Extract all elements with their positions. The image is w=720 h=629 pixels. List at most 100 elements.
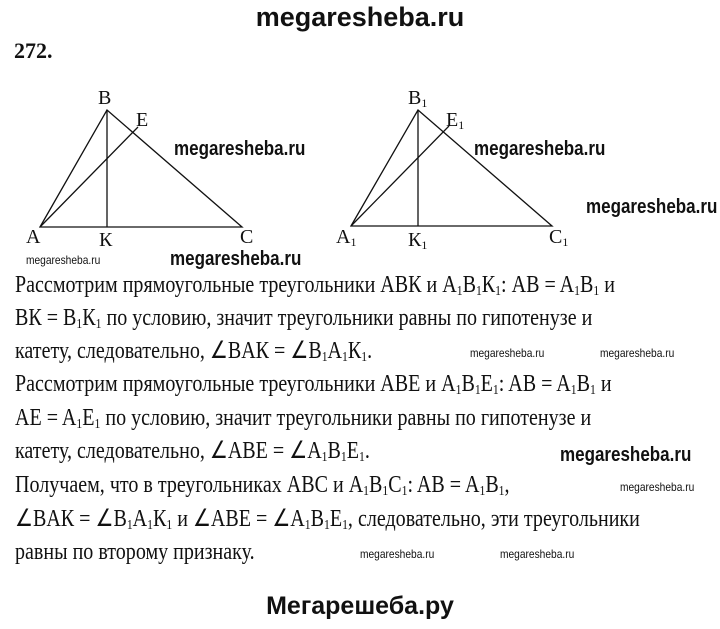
- height-ae: [39, 126, 139, 228]
- text-segment: Рассмотрим прямоугольные треугольники AB…: [15, 272, 457, 298]
- text-segment: по условию, значит треугольники равны по…: [101, 305, 593, 331]
- subscript: 1: [574, 284, 580, 299]
- subscript: 1: [323, 518, 330, 533]
- subscript: 1: [76, 317, 83, 332]
- text-segment: К: [347, 338, 362, 364]
- text-segment: : AB = A: [501, 272, 575, 298]
- label-b1: B1: [408, 87, 427, 110]
- subscript: 1: [304, 518, 311, 533]
- text-segment: BК = B: [15, 305, 77, 331]
- subscript: 1: [593, 284, 600, 299]
- text-segment: B: [369, 472, 383, 498]
- text-segment: : AB = A: [407, 472, 480, 498]
- text-segment: .: [367, 338, 373, 364]
- text-segment: катету, следовательно, ∠ABE = ∠A: [15, 438, 322, 464]
- text-segment: B: [462, 272, 476, 298]
- watermark: megaresheba.ru: [360, 547, 435, 561]
- text-segment: К: [481, 272, 496, 298]
- site-header: megaresheba.ru: [255, 2, 465, 32]
- label-c: C: [240, 226, 253, 248]
- subscript: 1: [479, 484, 486, 499]
- text-segment: A: [132, 506, 148, 532]
- subscript: 1: [147, 518, 153, 533]
- watermark: megaresheba.ru: [560, 444, 692, 466]
- subscript: 1: [475, 284, 482, 299]
- watermark: megaresheba.ru: [170, 248, 302, 270]
- text-segment: B: [576, 371, 590, 397]
- label-e1: E1: [446, 109, 464, 132]
- text-segment: B: [461, 371, 475, 397]
- text-segment: равны по второму признаку.: [15, 539, 255, 565]
- label-a: A: [26, 226, 41, 248]
- label-k: К: [99, 229, 113, 251]
- subscript: 1: [342, 350, 348, 365]
- subscript: 1: [474, 383, 481, 398]
- subscript: 1: [363, 484, 370, 499]
- text-segment: ,: [504, 472, 510, 498]
- solution-line: Рассмотрим прямоугольные треугольники AB…: [15, 371, 612, 398]
- label-k1: К1: [408, 229, 427, 252]
- solution-line: AE = A1E1 по условию, значит треугольник…: [15, 405, 591, 432]
- triangle-outline: [38, 108, 244, 228]
- subscript: 1: [570, 383, 577, 398]
- subscript: 1: [456, 284, 463, 299]
- text-segment: К: [82, 305, 96, 331]
- text-segment: .: [364, 438, 370, 464]
- solution-line: равны по второму признаку.: [15, 539, 255, 566]
- watermark: megaresheba.ru: [26, 253, 101, 267]
- watermark: megaresheba.ru: [474, 138, 606, 160]
- text-segment: : AB = A: [498, 371, 571, 397]
- solution-line: катету, следовательно, ∠BAК = ∠B1A1К1.: [15, 338, 372, 365]
- subscript: 1: [94, 417, 101, 432]
- text-segment: катету, следовательно, ∠BAК = ∠B: [15, 338, 322, 364]
- subscript: 1: [321, 350, 328, 365]
- label-a1: A1: [336, 226, 356, 249]
- text-segment: и: [599, 272, 615, 298]
- text-segment: B: [327, 438, 341, 464]
- text-segment: по условию, значит треугольники равны по…: [100, 405, 592, 431]
- text-segment: Рассмотрим прямоугольные треугольники AB…: [15, 371, 456, 397]
- label-c1: C1: [549, 226, 568, 249]
- solution-line: ∠BAК = ∠B1A1К1 и ∠ABE = ∠A1B1E1, следова…: [15, 506, 640, 533]
- text-segment: E: [82, 405, 95, 431]
- subscript: 1: [589, 383, 596, 398]
- watermark: megaresheba.ru: [174, 138, 306, 160]
- height-a1e1: [350, 125, 450, 227]
- subscript: 1: [492, 383, 499, 398]
- watermark: megaresheba.ru: [620, 480, 695, 494]
- solution-line: Получаем, что в треугольниках ABC и A1B1…: [15, 472, 510, 499]
- solution-line: катету, следовательно, ∠ABE = ∠A1B1E1.: [15, 438, 370, 465]
- subscript: 1: [166, 518, 173, 533]
- text-segment: Получаем, что в треугольниках ABC и A: [15, 472, 364, 498]
- triangle-abc: [38, 108, 244, 228]
- text-segment: , следовательно, эти треугольники: [347, 506, 640, 532]
- text-segment: B: [310, 506, 324, 532]
- footer-site: Мегарешеба.ру: [266, 592, 454, 620]
- text-segment: E: [346, 438, 359, 464]
- text-segment: E: [480, 371, 493, 397]
- solution-line: Рассмотрим прямоугольные треугольники AB…: [15, 272, 615, 299]
- text-segment: B: [579, 272, 594, 298]
- watermark: megaresheba.ru: [586, 196, 718, 218]
- text-segment: и ∠ABE = ∠A: [172, 506, 305, 532]
- solution-line: BК = B1К1 по условию, значит треугольник…: [15, 305, 592, 332]
- triangle-outline: [349, 108, 554, 227]
- subscript: 1: [455, 383, 462, 398]
- subscript: 1: [321, 450, 328, 465]
- watermark: megaresheba.ru: [470, 346, 545, 360]
- subscript: 1: [342, 518, 348, 533]
- subscript: 1: [495, 284, 502, 299]
- text-segment: К: [152, 506, 167, 532]
- subscript: 1: [498, 484, 505, 499]
- label-b: B: [98, 87, 111, 109]
- subscript: 1: [126, 518, 133, 533]
- label-e: E: [136, 109, 148, 131]
- watermark: megaresheba.ru: [500, 547, 575, 561]
- subscript: 1: [401, 484, 408, 499]
- text-segment: B: [485, 472, 499, 498]
- text-segment: AE = A: [15, 405, 77, 431]
- subscript: 1: [361, 350, 368, 365]
- problem-number: 272.: [14, 38, 53, 63]
- watermark: megaresheba.ru: [600, 346, 675, 360]
